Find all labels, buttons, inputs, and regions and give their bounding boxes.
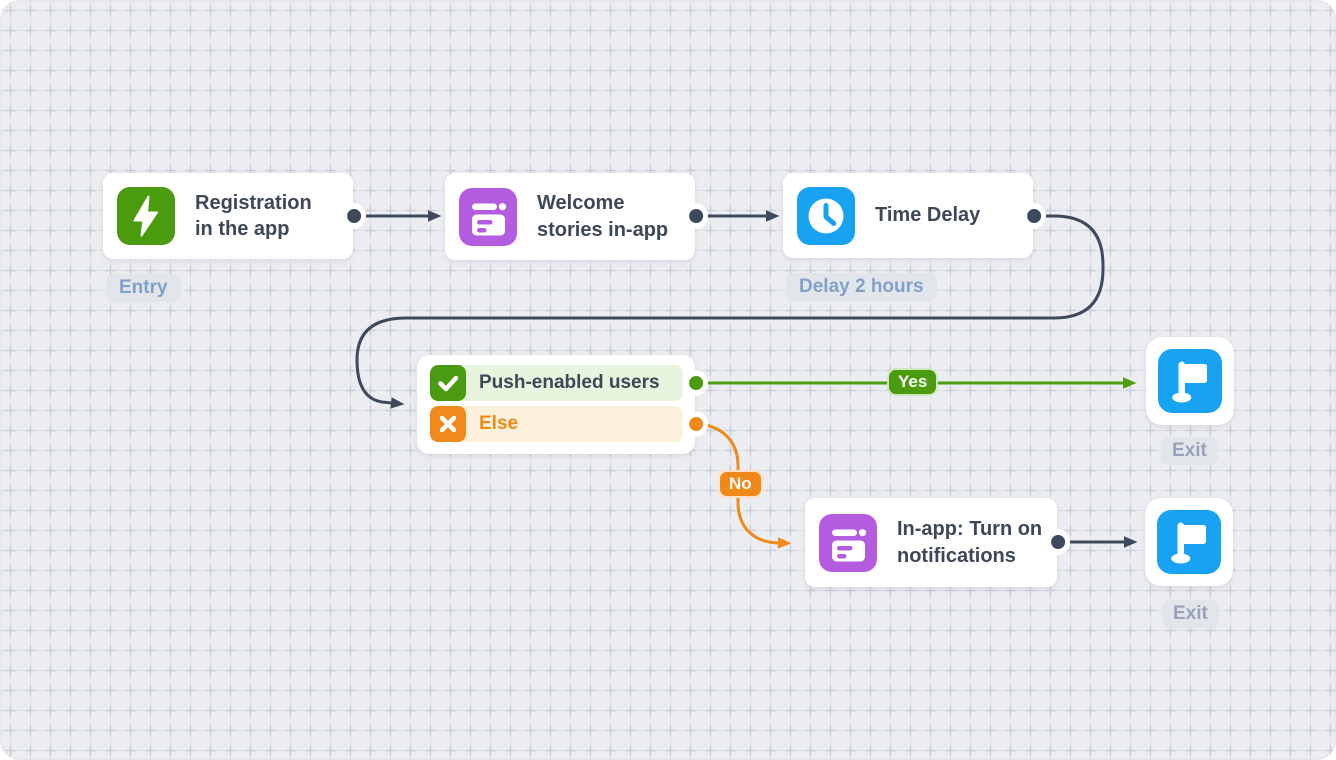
branch-label: Push-enabled users [479,372,660,393]
clock-icon [797,186,855,245]
node-exit-bottom[interactable] [1145,498,1233,586]
lightning-icon [117,187,175,245]
entry-badge: Entry [106,274,181,302]
branch-label: Else [479,413,519,434]
flag-icon [1157,510,1221,574]
node-title: Welcome stories in-app [537,192,669,241]
port-welcome-out[interactable] [682,203,708,229]
branch-row-else[interactable]: Else [430,406,683,442]
edge-delay-to-condition [355,214,1105,409]
exit-badge: Exit [1162,600,1219,628]
node-exit-top[interactable] [1146,337,1234,425]
flag-icon [1158,349,1222,413]
x-icon [430,406,466,442]
in-app-message-icon [819,513,877,572]
node-title: Time Delay [875,204,981,227]
port-delay-out[interactable] [1020,203,1046,229]
node-welcome-stories[interactable]: Welcome stories in-app [445,173,695,260]
node-title: Registration in the app [195,191,312,240]
node-time-delay[interactable]: Time Delay [783,173,1033,258]
edge-label-no: No [718,470,763,498]
branch-row-match[interactable]: Push-enabled users [430,365,683,401]
delay-badge: Delay 2 hours [786,273,937,301]
node-inapp-turn-on-notifications[interactable]: In-app: Turn on notifications [805,498,1057,587]
node-title: In-app: Turn on notifications [897,518,1043,567]
edge-label-yes: Yes [887,368,939,396]
in-app-message-icon [459,187,517,246]
port-condition-no[interactable] [682,411,708,437]
node-condition-filter[interactable]: Push-enabled users Else [417,355,695,454]
check-icon [430,365,466,401]
exit-badge: Exit [1161,437,1218,465]
port-inapp-out[interactable] [1044,529,1070,555]
port-registration-out[interactable] [340,203,366,229]
port-condition-yes[interactable] [682,370,708,396]
node-registration-trigger[interactable]: Registration in the app [103,173,353,259]
